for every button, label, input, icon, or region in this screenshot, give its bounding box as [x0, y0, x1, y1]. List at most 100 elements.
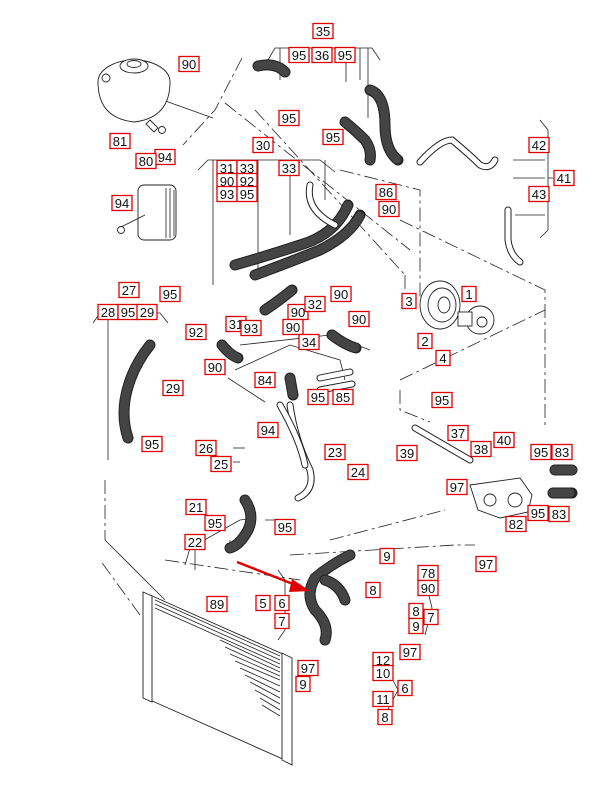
- callout-label-95: 95: [334, 46, 356, 64]
- callout-label-5: 5: [255, 594, 271, 612]
- callout-box: [159, 285, 181, 303]
- callout-box: [551, 443, 573, 461]
- callout-number: 80: [139, 154, 153, 169]
- callout-number: 95: [121, 305, 135, 320]
- callout-number: 95: [534, 445, 548, 460]
- callout-number: 90: [182, 57, 196, 72]
- callout-label-7: 7: [274, 612, 290, 630]
- callout-label-29: 29: [136, 303, 158, 321]
- callout-box: [204, 514, 226, 532]
- metal-pipes: [276, 368, 474, 502]
- callout-label-81: 81: [109, 132, 131, 150]
- callout-label-23: 23: [324, 443, 346, 461]
- callout-label-9: 9: [408, 617, 424, 635]
- callout-number: 6: [278, 596, 285, 611]
- thermostat-housing: [469, 477, 533, 519]
- callout-number: 9: [412, 619, 419, 634]
- callout-number: 86: [379, 185, 393, 200]
- callout-box: [324, 443, 346, 461]
- callout-box: [505, 515, 527, 533]
- callout-label-36: 36: [311, 46, 333, 64]
- callout-number: 97: [450, 480, 464, 495]
- callout-number: 35: [316, 24, 330, 39]
- callout-box: [330, 285, 352, 303]
- callout-number: 85: [336, 390, 350, 405]
- callout-number: 8: [412, 604, 419, 619]
- expansion-tank: [97, 58, 171, 134]
- callout-number: 27: [122, 283, 136, 298]
- callout-box: [528, 136, 550, 154]
- callout-label-83: 83: [551, 443, 573, 461]
- callout-label-8: 8: [365, 581, 381, 599]
- callout-number: 97: [403, 645, 417, 660]
- callout-number: 95: [311, 390, 325, 405]
- callout-label-42: 42: [528, 136, 550, 154]
- callout-label-95: 95: [274, 518, 296, 536]
- callout-box: [109, 132, 131, 150]
- callout-number: 90: [286, 320, 300, 335]
- callout-label-92: 92: [185, 323, 207, 341]
- callout-box: [204, 358, 226, 376]
- callout-box: [348, 310, 370, 328]
- callout-number: 95: [163, 287, 177, 302]
- callout-label-95: 95: [307, 388, 329, 406]
- callout-number: 90: [352, 312, 366, 327]
- callout-label-80: 80: [135, 152, 157, 170]
- callout-box: [240, 319, 262, 337]
- callout-number: 92: [240, 174, 254, 189]
- callout-number: 30: [256, 138, 270, 153]
- callout-box: [423, 608, 439, 626]
- callout-number: 95: [278, 520, 292, 535]
- callout-number: 25: [214, 457, 228, 472]
- callout-box: [399, 643, 421, 661]
- callout-number: 95: [145, 437, 159, 452]
- callout-label-83: 83: [548, 505, 570, 523]
- callout-box: [278, 109, 300, 127]
- callout-box: [178, 55, 200, 73]
- callout-label-95: 95: [236, 185, 258, 203]
- callout-box: [527, 504, 549, 522]
- callout-box: [530, 443, 552, 461]
- callout-label-95: 95: [530, 443, 552, 461]
- callout-label-22: 22: [184, 533, 206, 551]
- callout-box: [372, 690, 394, 708]
- callout-number: 31: [220, 161, 234, 176]
- callout-number: 23: [328, 445, 342, 460]
- callout-label-26: 26: [195, 439, 217, 457]
- callout-label-95: 95: [141, 435, 163, 453]
- callout-number: 1: [465, 287, 472, 302]
- callout-box: [195, 439, 217, 457]
- callout-box: [378, 200, 400, 218]
- callout-box: [431, 391, 453, 409]
- callout-box: [435, 349, 451, 367]
- callout-label-85: 85: [332, 388, 354, 406]
- callout-number: 95: [208, 516, 222, 531]
- callout-number: 32: [308, 297, 322, 312]
- callout-box: [274, 612, 290, 630]
- callout-box: [493, 431, 515, 449]
- callout-number: 26: [199, 441, 213, 456]
- callout-number: 3: [405, 294, 412, 309]
- callout-box: [365, 581, 381, 599]
- callout-number: 5: [259, 596, 266, 611]
- callout-label-90: 90: [378, 200, 400, 218]
- callout-number: 33: [240, 161, 254, 176]
- callout-box: [136, 303, 158, 321]
- callout-label-84: 84: [254, 371, 276, 389]
- callout-label-21: 21: [185, 498, 207, 516]
- callout-box: [322, 128, 344, 146]
- callout-box: [278, 159, 300, 177]
- callout-number: 95: [531, 506, 545, 521]
- callout-label-35: 35: [312, 22, 334, 40]
- callout-box: [111, 194, 133, 212]
- callout-label-95: 95: [278, 109, 300, 127]
- callout-number: 90: [421, 581, 435, 596]
- callout-box: [185, 498, 207, 516]
- callout-number: 29: [140, 305, 154, 320]
- callout-label-38: 38: [470, 440, 492, 458]
- callout-number: 95: [282, 111, 296, 126]
- callout-number: 90: [208, 360, 222, 375]
- callout-label-95: 95: [204, 514, 226, 532]
- water-pump: [419, 280, 495, 335]
